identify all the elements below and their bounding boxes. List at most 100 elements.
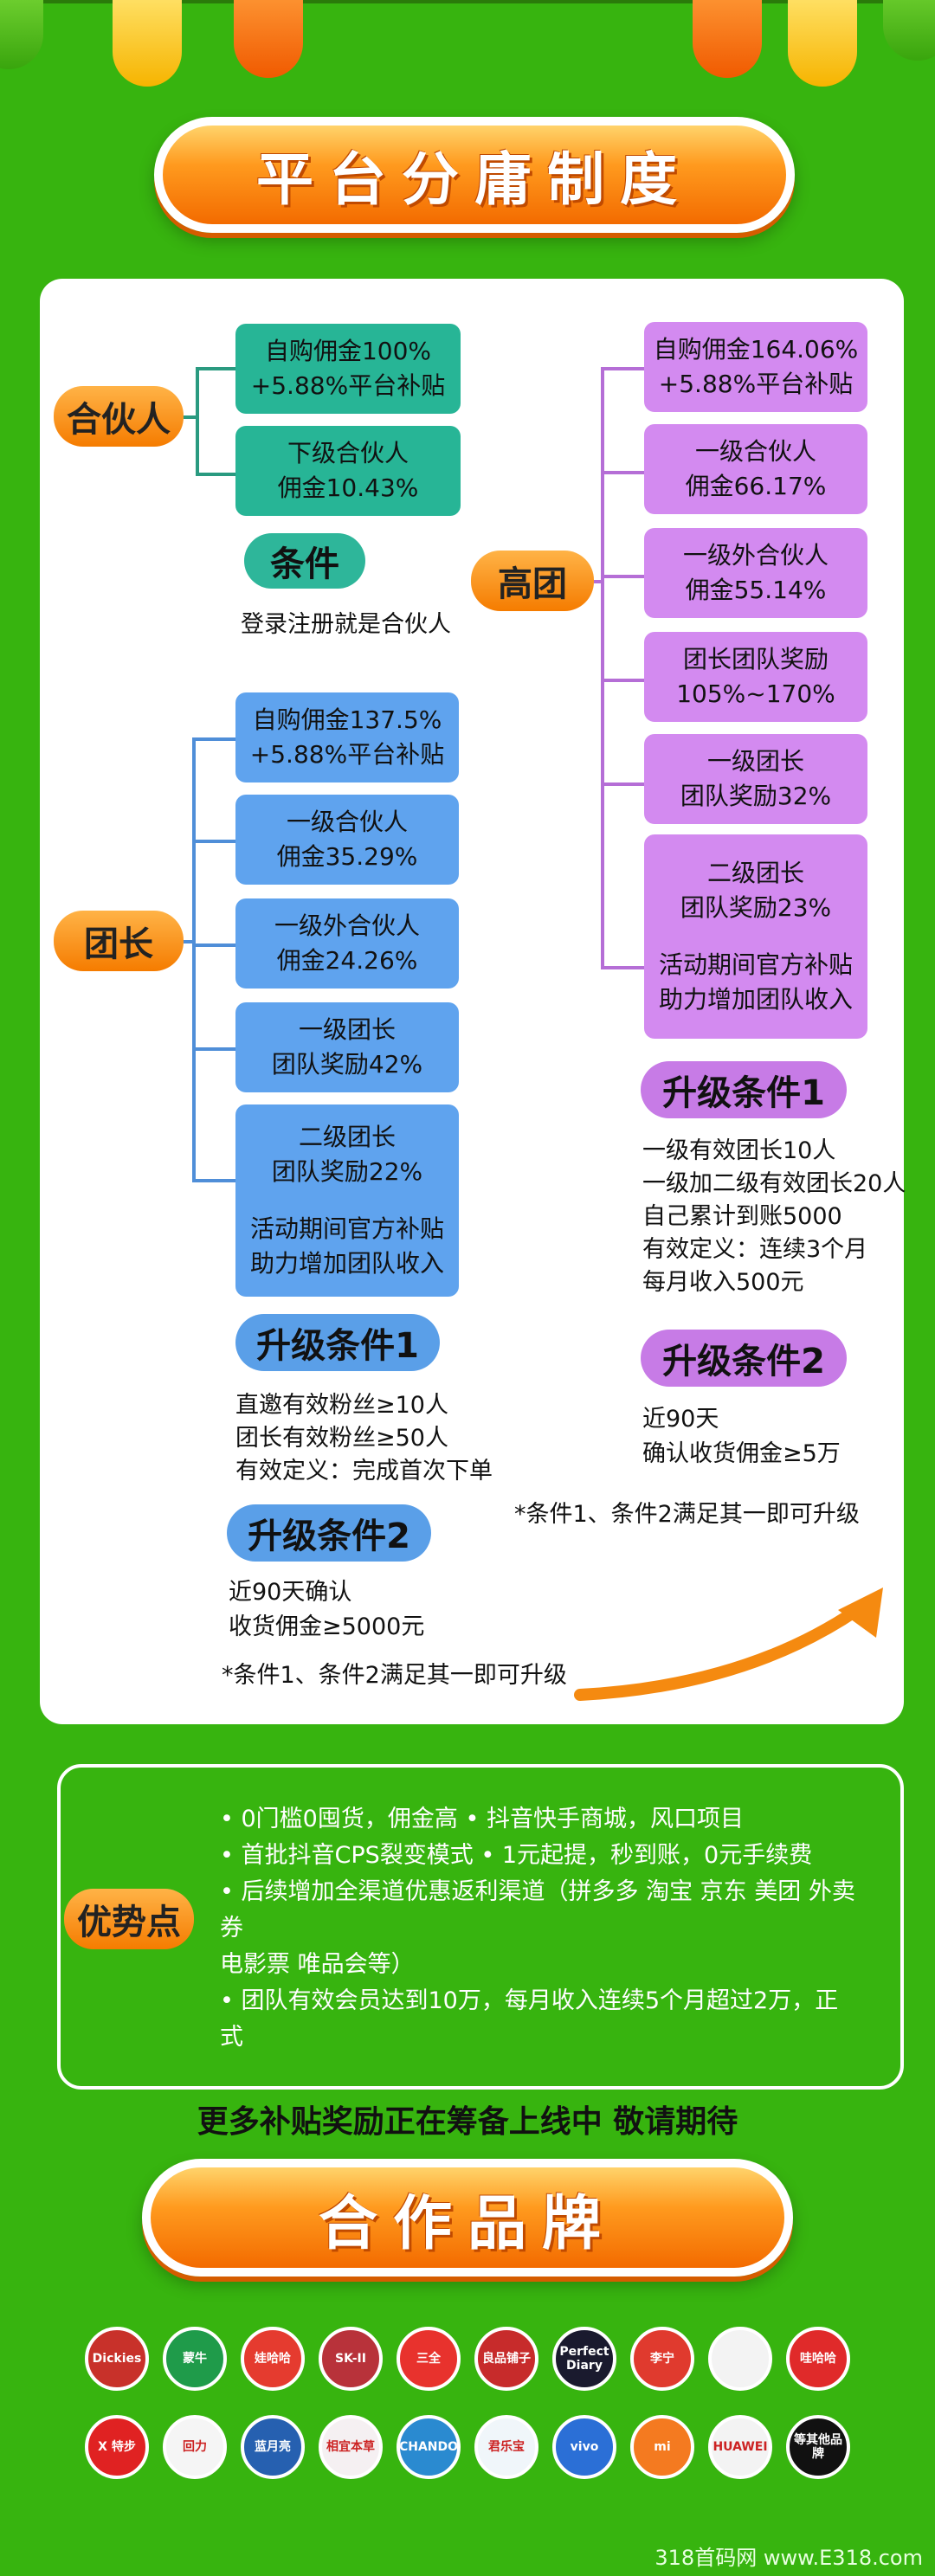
box-line: 佣金55.14% [685, 576, 827, 604]
leader-box: 二级团长 团队奖励22% 活动期间官方补贴 助力增加团队收入 [235, 1104, 459, 1297]
watermark: 318首码网 www.E318.com [654, 2546, 923, 2570]
box-line: 下级合伙人 [287, 439, 409, 467]
box-line: 团队奖励32% [680, 782, 832, 810]
brand-logo: vivo [552, 2415, 616, 2479]
box-line: +5.88%平台补贴 [250, 371, 446, 400]
advantages-tag: 优势点 [64, 1889, 194, 1949]
box-line: 团长团队奖励 [682, 645, 829, 673]
connector [601, 966, 644, 969]
senior-upgrade-1-line: 自己累计到账5000 [642, 1203, 842, 1230]
brands-title: 合作品牌 [142, 2159, 793, 2277]
box-line: 助力增加团队收入 [658, 985, 853, 1014]
brand-logo: SK-II [319, 2327, 383, 2391]
leader-box: 一级外合伙人 佣金24.26% [235, 898, 459, 989]
brand-logo: 蓝月亮 [241, 2415, 305, 2479]
senior-upgrade-2-line: 近90天 [642, 1406, 719, 1433]
connector [196, 367, 235, 370]
senior-box: 一级合伙人 佣金66.17% [644, 424, 867, 514]
connector [601, 679, 644, 682]
leader-box: 一级合伙人 佣金35.29% [235, 795, 459, 885]
connector [192, 1047, 235, 1051]
box-line: 一级团长 [706, 747, 804, 776]
box-line: 佣金10.43% [277, 473, 419, 502]
leader-upgrade-1-line: 有效定义：完成首次下单 [235, 1458, 493, 1484]
partner-box: 下级合伙人 佣金10.43% [235, 426, 461, 516]
box-line: +5.88%平台补贴 [658, 370, 854, 398]
leader-box: 自购佣金137.5% +5.88%平台补贴 [235, 692, 459, 782]
connector [601, 782, 644, 786]
box-line: 自购佣金100% [264, 337, 432, 365]
box-line: 助力增加团队收入 [249, 1249, 444, 1278]
advantage-line: 券 [220, 1915, 243, 1942]
brand-logo: 相宜本草 [319, 2415, 383, 2479]
page-title: 平台分庸制度 [154, 117, 795, 233]
leader-upgrade-2-line: 收货佣金≥5000元 [229, 1613, 425, 1640]
leader-tag: 团长 [54, 911, 184, 971]
brand-logo: 良品铺子 [474, 2327, 538, 2391]
brand-logo: Dickies [85, 2327, 149, 2391]
senior-tag: 高团 [471, 551, 594, 611]
bunting-flag [0, 0, 43, 69]
brand-logo: 等其他品牌 [786, 2415, 850, 2479]
connector [192, 1179, 235, 1182]
connector [601, 367, 644, 370]
brand-logo: Perfect Diary [552, 2327, 616, 2391]
slogan: 更多补贴奖励正在筹备上线中 敬请期待 [197, 2104, 738, 2140]
leader-box: 一级团长 团队奖励42% [235, 1002, 459, 1092]
connector [601, 367, 604, 969]
connector [196, 473, 235, 476]
connector [184, 940, 196, 943]
box-line: 自购佣金164.06% [653, 335, 859, 364]
box-line: 佣金66.17% [685, 472, 827, 500]
box-line: 佣金24.26% [276, 946, 418, 975]
box-line: 佣金35.29% [276, 842, 418, 871]
brand-logo: X 特步 [85, 2415, 149, 2479]
advantage-line: • 后续增加全渠道优惠返利渠道（拼多多 淘宝 京东 美团 外卖 [220, 1878, 855, 1905]
advantage-line: 式 [220, 2024, 243, 2051]
box-line: 活动期间官方补贴 [658, 950, 853, 979]
brand-logo: 蒙牛 [163, 2327, 227, 2391]
senior-box: 自购佣金164.06% +5.88%平台补贴 [644, 322, 867, 412]
advantage-line: 电影票 唯品会等） [220, 1951, 415, 1978]
advantage-line: • 0门槛0囤货，佣金高 • 抖音快手商城，风口项目 [220, 1806, 744, 1832]
box-line: 自购佣金137.5% [252, 705, 442, 734]
senior-box: 一级外合伙人 佣金55.14% [644, 528, 867, 618]
bunting-flag [788, 0, 857, 87]
brand-logo: 君乐宝 [474, 2415, 538, 2479]
senior-upgrade-1-line: 每月收入500元 [642, 1269, 804, 1296]
brand-logo: 娃哈哈 [241, 2327, 305, 2391]
condition-text: 登录注册就是合伙人 [241, 611, 451, 638]
box-line: 二级团长 [706, 859, 804, 887]
senior-box: 团长团队奖励 105%~170% [644, 632, 867, 722]
connector [601, 575, 644, 578]
partner-tag: 合伙人 [54, 386, 184, 447]
brand-logo: mi [630, 2415, 694, 2479]
bunting-flag [693, 0, 762, 78]
senior-upgrade-1-line: 有效定义：连续3个月 [642, 1236, 868, 1263]
arrow-icon [574, 1587, 883, 1701]
connector [594, 580, 604, 583]
box-line: 团队奖励23% [680, 893, 832, 922]
box-line: 一级团长 [298, 1015, 396, 1044]
leader-upgrade-2-line: 近90天确认 [229, 1579, 352, 1606]
box-line: 一级外合伙人 [274, 911, 420, 940]
brand-logo [708, 2327, 772, 2391]
connector [196, 367, 199, 476]
senior-box: 二级团长 团队奖励23% 活动期间官方补贴 助力增加团队收入 [644, 834, 867, 1039]
connector [192, 943, 235, 947]
box-line: 活动期间官方补贴 [249, 1214, 444, 1243]
box-line: 团队奖励42% [271, 1050, 423, 1079]
box-line: 一级合伙人 [286, 808, 408, 836]
leader-upgrade-1-line: 直邀有效粉丝≥10人 [235, 1392, 448, 1419]
box-line: 105%~170% [676, 679, 835, 708]
leader-upgrade-1-line: 团长有效粉丝≥50人 [235, 1425, 448, 1452]
box-line: +5.88%平台补贴 [249, 740, 445, 769]
connector [192, 840, 235, 843]
senior-upgrade-2-line: 确认收货佣金≥5万 [642, 1440, 841, 1467]
bunting-flag [234, 0, 303, 78]
brand-logo: 回力 [163, 2415, 227, 2479]
senior-upgrade-1-line: 一级加二级有效团长20人 [642, 1170, 906, 1197]
connector [192, 737, 235, 741]
bunting-flag [883, 0, 935, 61]
bunting-rope [0, 0, 935, 26]
